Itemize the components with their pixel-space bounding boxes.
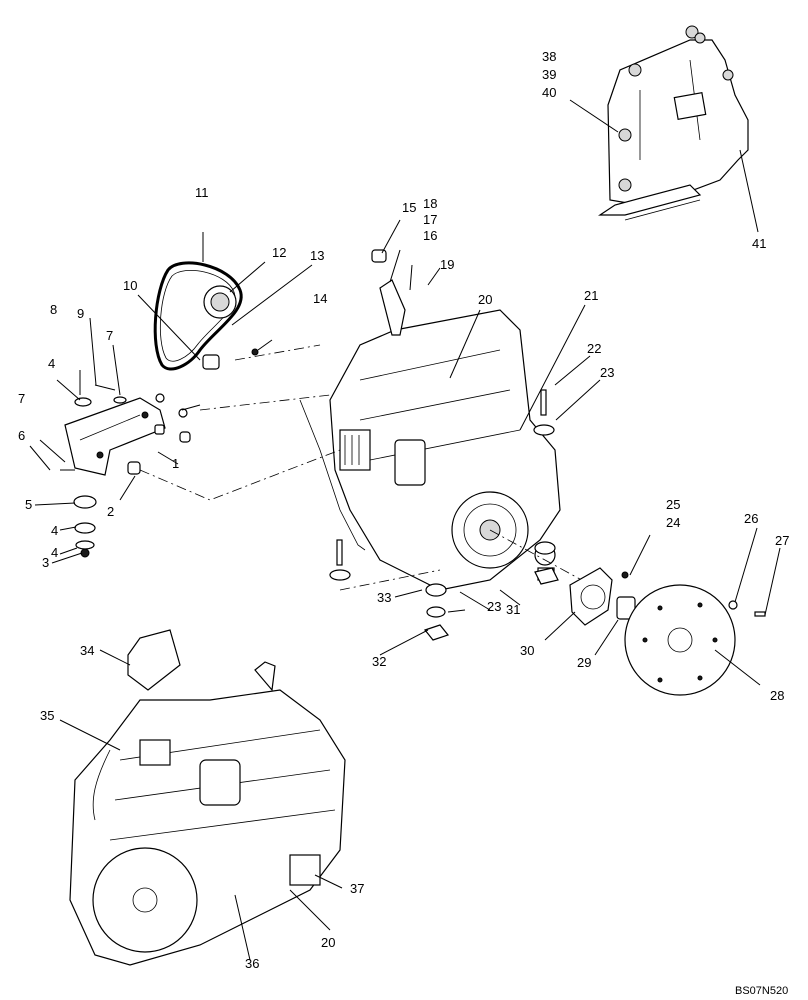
drive-belt-assembly	[137, 232, 313, 371]
callout-14: 14	[313, 291, 327, 306]
callout-2: 2	[107, 504, 114, 519]
callout-4: 4	[48, 356, 55, 371]
engine-block	[251, 249, 561, 591]
callout-12: 12	[272, 245, 286, 260]
callout-32: 32	[372, 654, 386, 669]
callout-29: 29	[577, 655, 591, 670]
callout-20: 20	[478, 292, 492, 307]
callout-39: 39	[542, 67, 556, 82]
assembly-line	[234, 344, 321, 361]
callout-5: 5	[25, 497, 32, 512]
callout-1: 1	[172, 456, 179, 471]
callout-16: 16	[423, 228, 437, 243]
callout-38: 38	[542, 49, 556, 64]
callout-35: 35	[40, 708, 54, 723]
callout-10: 10	[123, 278, 137, 293]
engine-mount-parts	[329, 389, 559, 641]
callout-27: 27	[775, 533, 789, 548]
callout-31: 31	[506, 602, 520, 617]
callout-20: 20	[321, 935, 335, 950]
callout-11: 11	[195, 185, 209, 200]
callout-7: 7	[106, 328, 113, 343]
callout-37: 37	[350, 881, 364, 896]
callout-9: 9	[77, 306, 84, 321]
callout-36: 36	[245, 956, 259, 971]
callout-13: 13	[310, 248, 324, 263]
callout-30: 30	[520, 643, 534, 658]
callout-19: 19	[440, 257, 454, 272]
callout-24: 24	[666, 515, 680, 530]
callout-18: 18	[423, 196, 437, 211]
callout-4: 4	[51, 545, 58, 560]
callout-28: 28	[770, 688, 784, 703]
callout-33: 33	[377, 590, 391, 605]
assembly-line	[199, 394, 331, 411]
drawing-code: BS07N520	[735, 985, 788, 997]
callout-34: 34	[80, 643, 94, 658]
callout-41: 41	[752, 236, 766, 251]
callout-4: 4	[51, 523, 58, 538]
engine-control-unit	[569, 25, 759, 233]
callout-26: 26	[744, 511, 758, 526]
callout-25: 25	[666, 497, 680, 512]
callout-23: 23	[487, 599, 501, 614]
assembly-line	[139, 449, 341, 501]
callout-23: 23	[600, 365, 614, 380]
engine-mount-bracket	[39, 370, 201, 558]
callout-17: 17	[423, 212, 437, 227]
assembly-line	[339, 569, 441, 591]
callout-6: 6	[18, 428, 25, 443]
callout-7: 7	[18, 391, 25, 406]
callout-3: 3	[42, 555, 49, 570]
callout-labels: 1 2 3 4 4 4 5 6 7 7 8 9 10 11 12 13 14 1…	[18, 49, 789, 971]
callout-40: 40	[542, 85, 556, 100]
assembled-engine	[69, 629, 346, 966]
callout-8: 8	[50, 302, 57, 317]
callout-22: 22	[587, 341, 601, 356]
callout-15: 15	[402, 200, 416, 215]
leader-lines	[29, 219, 781, 961]
callout-21: 21	[584, 288, 598, 303]
coupling-parts	[569, 567, 766, 696]
